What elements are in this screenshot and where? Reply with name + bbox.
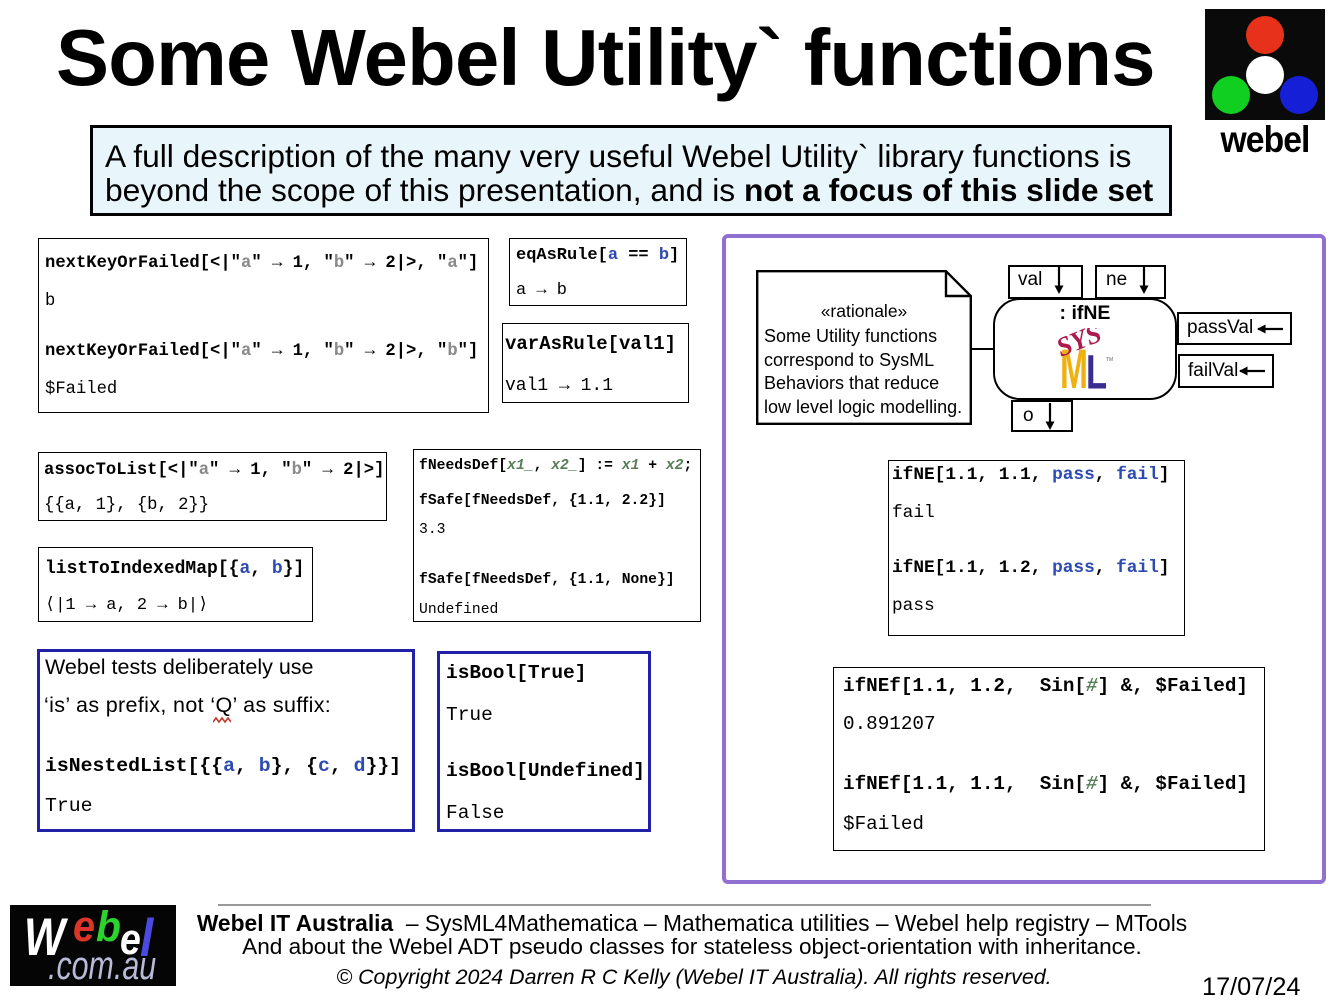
svg-text:L: L <box>1086 345 1107 394</box>
svg-text:TM: TM <box>1106 357 1113 363</box>
svg-text:M: M <box>1060 337 1088 394</box>
